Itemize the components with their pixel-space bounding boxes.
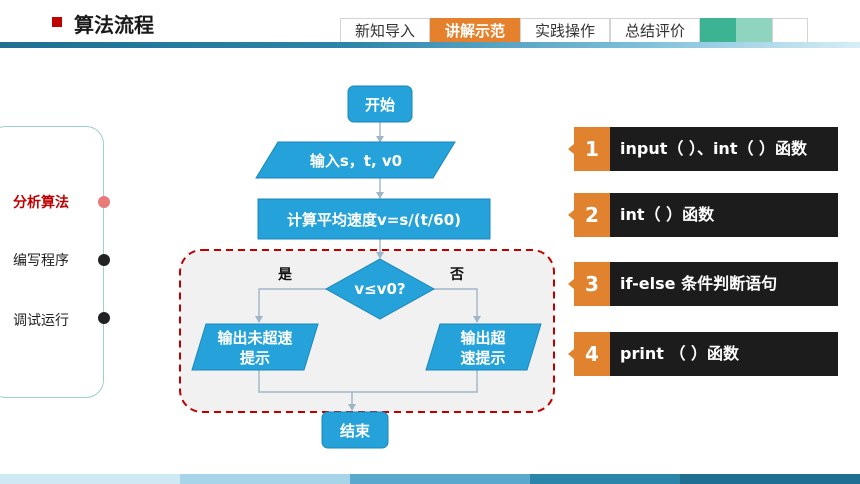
function-item-1: 1 input（ ）、int（ ）函数 (568, 127, 838, 171)
tab-shijian-caozuo[interactable]: 实践操作 (520, 18, 611, 43)
connector-yes-merge (258, 370, 352, 393)
sidebar-dot-fenxi-suanfa (98, 196, 110, 208)
color-swatch-2 (736, 18, 773, 43)
connector-no-merge (352, 370, 478, 393)
connector-no-branch (434, 288, 481, 323)
function-item-4: 4 print （ ）函数 (568, 332, 838, 376)
input-box (255, 141, 456, 179)
decision-label: v≤v0? (354, 280, 405, 298)
function-number-1: 1 (568, 127, 610, 171)
function-label-3: if-else 条件判断语句 (610, 262, 838, 306)
connector-yes-branch (255, 288, 326, 323)
sidebar-item-bianxie-chengxu[interactable]: 编写程序 (13, 253, 69, 269)
yes-label: 是 (278, 267, 293, 283)
footer-stripe (0, 474, 860, 484)
function-number-3: 3 (568, 262, 610, 306)
sidebar-dot-tiaoshi-yunxing (98, 312, 110, 324)
tab-xinzhi-daoru[interactable]: 新知导入 (340, 18, 431, 43)
tab-bar: 新知导入 讲解示范 实践操作 总结评价 (340, 18, 809, 43)
input-label: 输入s，t, v0 (310, 152, 402, 170)
function-item-2: 2 int（ ）函数 (568, 193, 838, 237)
output-not-speeding-line1: 输出未超速 (217, 329, 292, 347)
output-not-speeding-line2: 提示 (240, 349, 270, 367)
start-terminal (347, 85, 413, 123)
function-label-1: input（ ）、int（ ）函数 (610, 127, 838, 171)
output-speeding-line2: 速提示 (460, 349, 505, 367)
output-speeding-box (425, 323, 542, 371)
function-label-2: int（ ）函数 (610, 193, 838, 237)
function-number-2: 2 (568, 193, 610, 237)
end-terminal (321, 411, 389, 449)
function-number-4: 4 (568, 332, 610, 376)
function-label-4: print （ ）函数 (610, 332, 838, 376)
process-box (257, 198, 491, 240)
conditional-region-outline (179, 249, 555, 413)
decision-diamond (324, 258, 436, 320)
header-divider (0, 42, 860, 48)
output-speeding-line1: 输出超 (460, 329, 506, 347)
output-not-speeding-box (191, 323, 319, 371)
sidebar-item-fenxi-suanfa[interactable]: 分析算法 (13, 195, 69, 211)
title-marker-icon (52, 17, 62, 27)
no-label: 否 (449, 267, 464, 283)
tab-zongjie-pingjia[interactable]: 总结评价 (610, 18, 701, 43)
end-label: 结束 (340, 422, 371, 440)
tab-jiangjie-shifan[interactable]: 讲解示范 (430, 18, 521, 43)
start-label: 开始 (365, 96, 395, 114)
function-item-3: 3 if-else 条件判断语句 (568, 262, 838, 306)
sidebar-dot-bianxie-chengxu (98, 254, 110, 266)
sidebar-item-tiaoshi-yunxing[interactable]: 调试运行 (13, 313, 69, 329)
page-title: 算法流程 (74, 13, 154, 37)
process-label: 计算平均速度v=s/(t/60) (287, 211, 461, 229)
color-swatch-1 (700, 18, 737, 43)
